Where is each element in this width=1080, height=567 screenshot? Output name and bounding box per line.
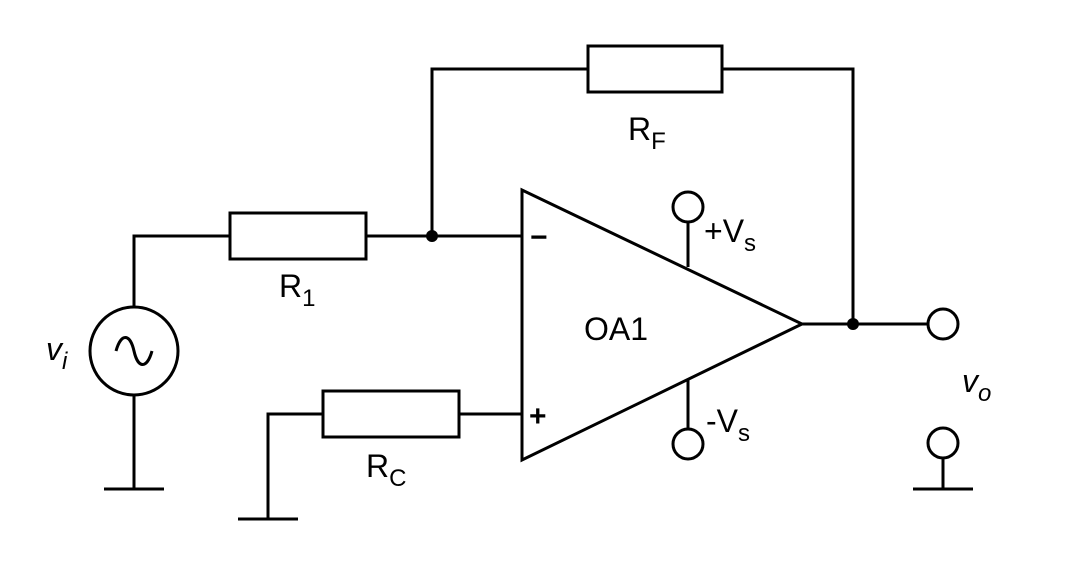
vs-pos-terminal — [671, 190, 705, 224]
output-terminal — [926, 307, 960, 341]
ac-source-vi: vi — [46, 305, 180, 491]
compensation-path: RC — [238, 389, 522, 521]
vi-label: vi — [46, 331, 68, 375]
vs-neg-label: -Vs — [706, 403, 750, 447]
resistor-rf — [586, 44, 724, 94]
feedback-wire-right — [722, 67, 855, 324]
vs-pos-label: +Vs — [704, 213, 756, 257]
resistor-rc — [321, 389, 461, 439]
opamp-oa1: − + OA1 — [520, 187, 806, 463]
feedback-path: RF — [430, 44, 855, 324]
opamp-triangle — [520, 187, 806, 463]
input-path: R1 — [132, 211, 522, 312]
sine-wave-icon — [114, 336, 154, 366]
rc-label: RC — [366, 448, 406, 492]
r1-label: R1 — [279, 268, 315, 312]
output-ground-terminal — [926, 426, 960, 460]
junction-node-inverting — [426, 230, 438, 242]
rf-label: RF — [628, 111, 666, 155]
resistor-r1 — [228, 211, 368, 261]
rc-wire-left — [266, 412, 323, 519]
vs-neg-terminal — [671, 427, 705, 461]
supply-positive: +Vs — [671, 190, 756, 267]
inverting-input-sign: − — [530, 221, 548, 254]
vo-label: vo — [962, 363, 991, 407]
junction-node-output — [847, 318, 859, 330]
opamp-label: OA1 — [584, 311, 648, 347]
noninverting-input-sign: + — [529, 400, 547, 433]
input-wire-top — [132, 234, 230, 309]
feedback-wire-left — [430, 67, 588, 236]
output-path: vo — [802, 307, 991, 491]
supply-negative: -Vs — [671, 380, 750, 461]
